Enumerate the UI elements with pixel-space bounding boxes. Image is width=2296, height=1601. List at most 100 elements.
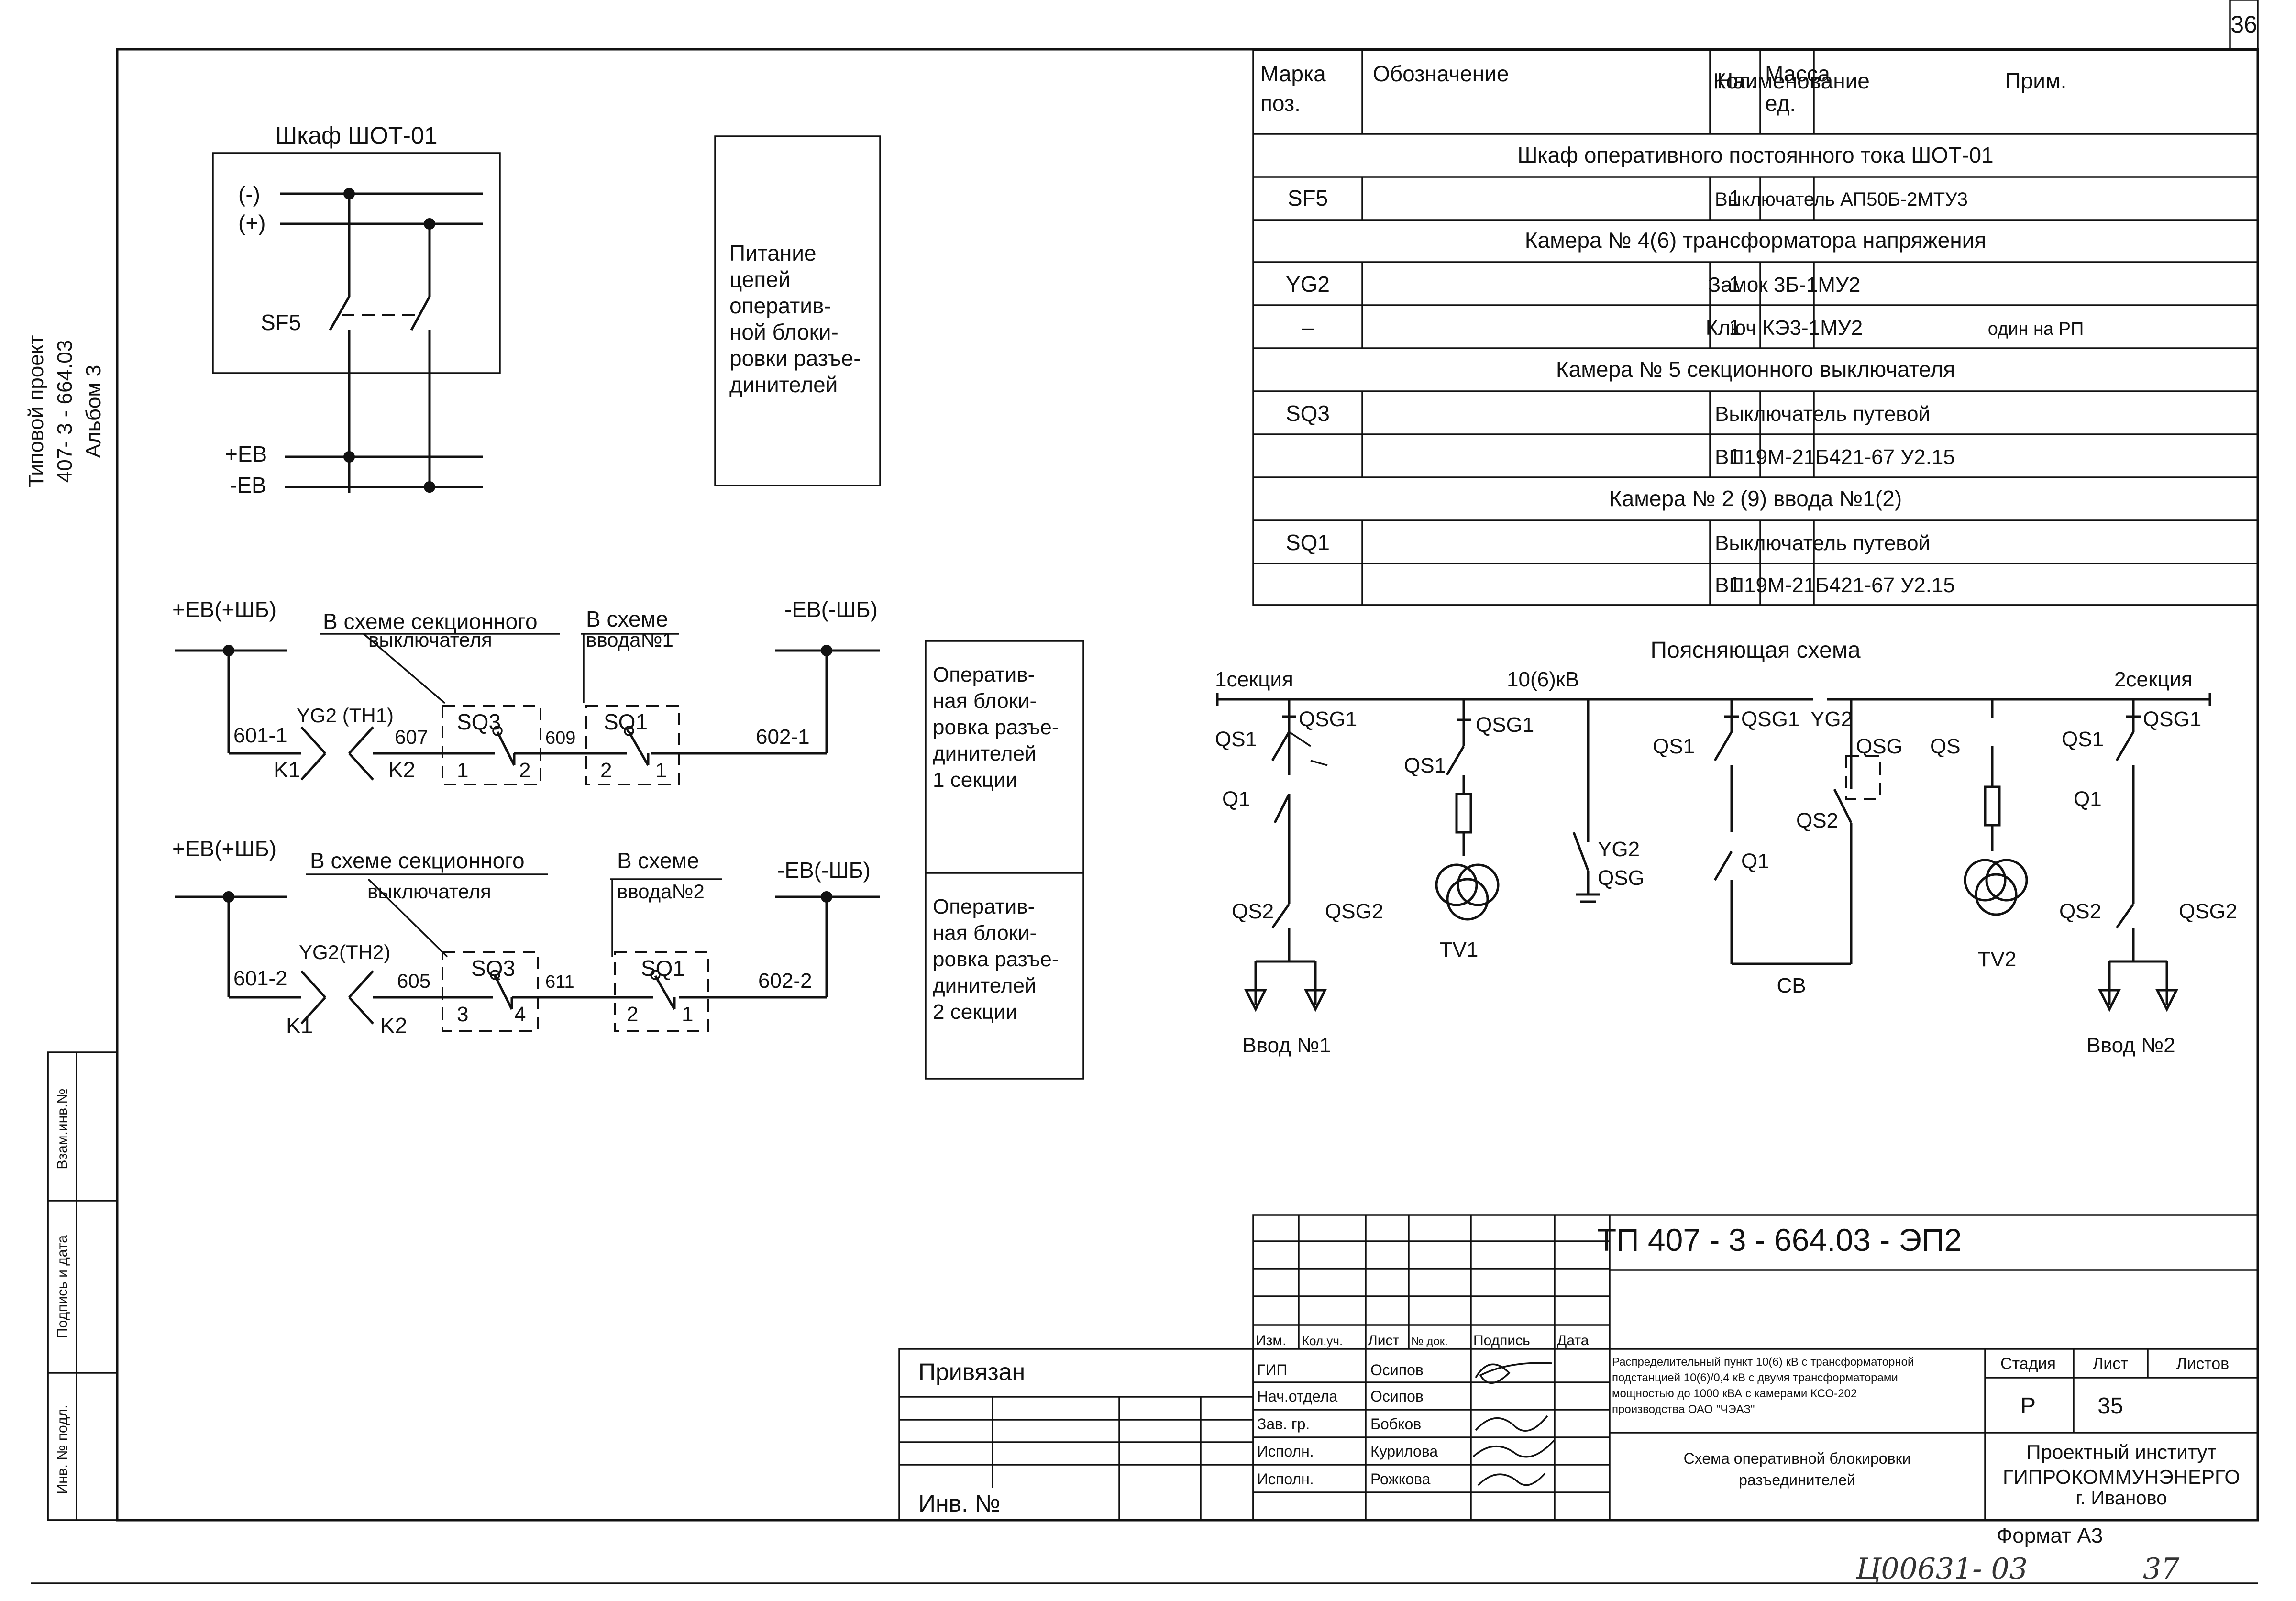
left-column-labels: Взам.инв.№ Подпись и дата Инв. № подл. xyxy=(55,1088,70,1494)
svg-text:1: 1 xyxy=(682,1003,693,1026)
svg-text:ровка разъе-: ровка разъе- xyxy=(933,948,1059,971)
svg-text:QSG1: QSG1 xyxy=(1741,707,1799,731)
spec-table: Марка поз. Обозначение Наименование Кол.… xyxy=(1252,49,2259,606)
svg-text:Ввод №1: Ввод №1 xyxy=(1242,1034,1331,1057)
svg-text:QSG1: QSG1 xyxy=(1476,713,1534,737)
svg-text:1: 1 xyxy=(1729,572,1741,597)
svg-text:Осипов: Осипов xyxy=(1370,1361,1424,1379)
svg-text:QSG1: QSG1 xyxy=(2143,707,2201,731)
svg-text:K2: K2 xyxy=(380,1013,407,1038)
svg-text:TV1: TV1 xyxy=(1440,938,1479,961)
svg-text:Р: Р xyxy=(2020,1393,2036,1419)
svg-text:SQ1: SQ1 xyxy=(604,709,648,734)
svg-text:Листов: Листов xyxy=(2176,1355,2229,1373)
svg-text:QS1: QS1 xyxy=(1653,735,1695,758)
svg-text:YG2 (TH1): YG2 (TH1) xyxy=(297,704,394,727)
svg-text:ВП19М-21Б421-67 У2.15: ВП19М-21Б421-67 У2.15 xyxy=(1715,445,1955,469)
svg-text:динителей: динителей xyxy=(933,974,1037,997)
svg-text:YG2: YG2 xyxy=(1598,838,1640,861)
svg-text:602-1: 602-1 xyxy=(756,725,810,749)
svg-text:Оператив-: Оператив- xyxy=(933,663,1035,686)
svg-text:Камера № 4(6) трансформатора: Камера № 4(6) трансформатора напряжения xyxy=(1525,228,1986,253)
svg-text:609: 609 xyxy=(545,728,575,748)
cabinet-shot01: Шкаф ШОТ-01 (-) (+) SF5 +EB -EB xyxy=(212,122,501,497)
svg-text:Взам.инв.№: Взам.инв.№ xyxy=(55,1088,70,1169)
svg-text:35: 35 xyxy=(2097,1393,2123,1419)
interlock-circuit-2: +EB(+ШБ) -EB(-ШБ) В схеме секционного вы… xyxy=(172,836,880,1038)
handwritten-archive-no: Ц00631- 03 xyxy=(1855,1552,2028,1586)
svg-text:+EB(+ШБ): +EB(+ШБ) xyxy=(172,597,276,622)
svg-text:10(6)кВ: 10(6)кВ xyxy=(1507,668,1579,691)
svg-text:Дата: Дата xyxy=(1557,1333,1589,1348)
svg-text:1: 1 xyxy=(1729,444,1741,469)
svg-text:Бобков: Бобков xyxy=(1370,1415,1421,1433)
svg-text:TV2: TV2 xyxy=(1978,948,2017,971)
svg-text:SQ3: SQ3 xyxy=(457,709,501,734)
svg-text:QS: QS xyxy=(1930,735,1961,758)
svg-text:–: – xyxy=(1302,315,1314,340)
svg-text:601-1: 601-1 xyxy=(233,724,287,747)
svg-text:602-2: 602-2 xyxy=(758,969,812,993)
svg-text:+EB(+ШБ): +EB(+ШБ) xyxy=(172,836,276,861)
handwritten-page-no: 37 xyxy=(2143,1552,2180,1586)
svg-text:1: 1 xyxy=(1729,186,1741,210)
svg-text:разъединителей: разъединителей xyxy=(1739,1471,1855,1489)
svg-text:поз.: поз. xyxy=(1260,91,1301,116)
svg-text:2: 2 xyxy=(519,759,530,782)
svg-text:оператив-: оператив- xyxy=(729,293,831,318)
svg-text:Подпись: Подпись xyxy=(1473,1333,1530,1348)
svg-text:выключателя: выключателя xyxy=(367,880,491,903)
svg-text:QSG1: QSG1 xyxy=(1299,707,1357,731)
svg-text:1: 1 xyxy=(1729,315,1741,340)
svg-text:4: 4 xyxy=(514,1003,526,1026)
svg-text:Наименование: Наименование xyxy=(1717,68,1870,93)
svg-text:605: 605 xyxy=(397,970,430,992)
svg-text:Шкаф оперативного постоянного: Шкаф оперативного постоянного тока ШОТ-0… xyxy=(1517,143,1993,167)
note-power-supply: Питание цепей оператив- ной блоки- ровки… xyxy=(714,135,881,486)
svg-text:K2: K2 xyxy=(388,757,415,782)
svg-text:ВП19М-21Б421-67 У2.15: ВП19М-21Б421-67 У2.15 xyxy=(1715,574,1955,597)
svg-text:(+): (+) xyxy=(238,210,266,235)
svg-text:Q1: Q1 xyxy=(1741,850,1769,873)
svg-text:SQ3: SQ3 xyxy=(1286,401,1330,426)
svg-text:Кол.уч.: Кол.уч. xyxy=(1302,1334,1343,1348)
svg-text:Масса: Масса xyxy=(1765,61,1830,86)
svg-text:Изм.: Изм. xyxy=(1256,1333,1286,1348)
svg-text:Поясняющая схема: Поясняющая схема xyxy=(1650,638,1860,663)
svg-text:601-2: 601-2 xyxy=(233,967,287,990)
svg-text:Исполн.: Исполн. xyxy=(1257,1470,1314,1488)
svg-text:Марка: Марка xyxy=(1260,61,1326,86)
svg-text:Альбом 3: Альбом 3 xyxy=(82,365,105,458)
format-label: Формат А3 xyxy=(1997,1524,2103,1547)
svg-text:611: 611 xyxy=(545,972,574,992)
svg-text:Зав. гр.: Зав. гр. xyxy=(1257,1415,1310,1433)
svg-text:один на РП: один на РП xyxy=(1988,319,2084,339)
svg-text:ввода№2: ввода№2 xyxy=(617,880,705,903)
binding-block: Привязан Инв. № xyxy=(898,1348,1254,1521)
svg-text:Выключатель АП50Б-2МТУ3: Выключатель АП50Б-2МТУ3 xyxy=(1715,189,1968,210)
svg-text:ровки разъе-: ровки разъе- xyxy=(729,346,861,371)
svg-text:Кол.: Кол. xyxy=(1713,68,1757,93)
svg-text:ед.: ед. xyxy=(1765,91,1796,116)
svg-text:подстанцией 10(6)/0,4 кВ с дву: подстанцией 10(6)/0,4 кВ с двумя трансфо… xyxy=(1612,1371,1898,1384)
svg-text:(-): (-) xyxy=(238,182,260,207)
svg-text:QSG: QSG xyxy=(1598,866,1645,890)
svg-text:Подпись и дата: Подпись и дата xyxy=(55,1235,70,1338)
svg-text:2секция: 2секция xyxy=(2114,668,2193,691)
svg-text:YG2: YG2 xyxy=(1810,707,1853,731)
svg-text:мощностью до 1000 кВА с камера: мощностью до 1000 кВА с камерами КСО-202 xyxy=(1612,1387,1857,1400)
svg-text:ввода№1: ввода№1 xyxy=(586,629,673,651)
svg-text:Схема оперативной блокировки: Схема оперативной блокировки xyxy=(1684,1450,1911,1467)
svg-text:1: 1 xyxy=(457,759,468,782)
svg-text:цепей: цепей xyxy=(729,267,791,292)
svg-text:динителей: динителей xyxy=(729,372,838,397)
note-sections: Оператив- ная блоки- ровка разъе- дините… xyxy=(925,640,1084,1080)
svg-text:407- 3 - 664.03: 407- 3 - 664.03 xyxy=(53,340,77,483)
svg-text:Лист: Лист xyxy=(1368,1333,1399,1348)
svg-text:-EB(-ШБ): -EB(-ШБ) xyxy=(777,858,871,883)
svg-text:ная блоки-: ная блоки- xyxy=(933,921,1037,945)
svg-text:QSG2: QSG2 xyxy=(2179,900,2237,923)
svg-text:№ док.: № док. xyxy=(1411,1335,1448,1348)
svg-text:ГИПРОКОММУНЭНЕРГО: ГИПРОКОММУНЭНЕРГО xyxy=(2003,1466,2240,1488)
svg-text:2: 2 xyxy=(627,1003,638,1026)
